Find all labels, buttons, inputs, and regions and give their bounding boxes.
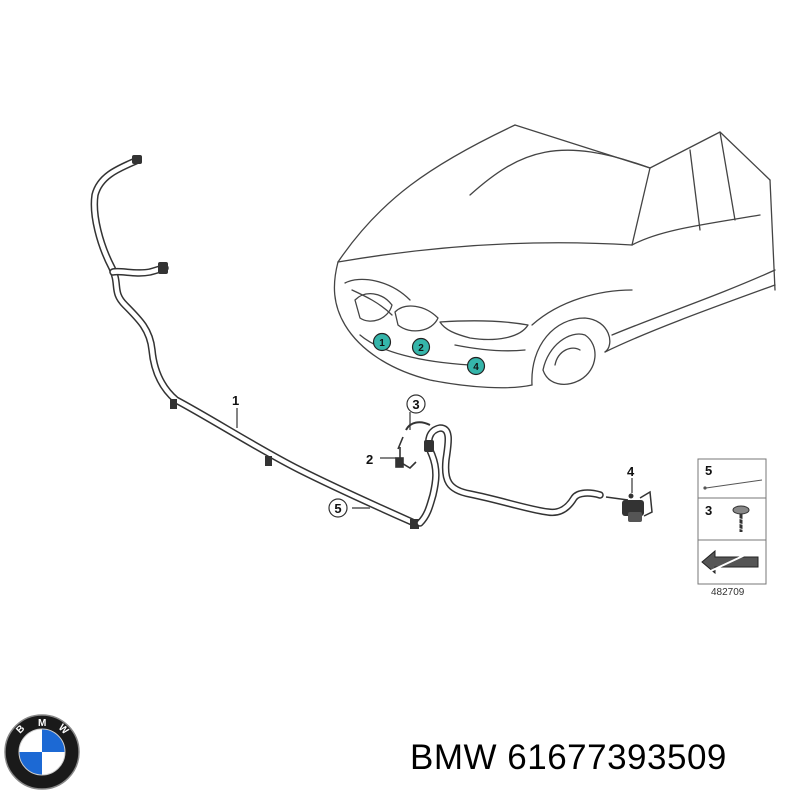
leader-lines — [236, 408, 633, 509]
svg-text:1: 1 — [379, 338, 385, 349]
parts-legend: 5 3 482709 — [697, 458, 767, 598]
reference-number: 482709 — [711, 587, 745, 598]
washer-hose — [90, 155, 604, 529]
callout-5: 5 — [328, 498, 348, 518]
callout-3: 3 — [406, 394, 426, 414]
svg-text:3: 3 — [412, 397, 419, 412]
pump-marker-4: 4 — [466, 356, 486, 376]
arrow-icon — [699, 547, 761, 577]
logo-letter-m: M — [38, 718, 46, 729]
nozzle-marker-1: 1 — [372, 332, 392, 352]
svg-text:5: 5 — [334, 501, 341, 516]
car-outline — [333, 124, 776, 389]
nozzle-marker-2: 2 — [411, 337, 431, 357]
part-caption: BMW 61677393509 — [410, 738, 727, 777]
callout-2: 2 — [366, 452, 373, 467]
legend-item-5: 5 — [705, 463, 712, 478]
svg-text:2: 2 — [418, 343, 424, 354]
washer-pump-part-4 — [605, 490, 653, 522]
cable-tie-icon — [705, 479, 763, 489]
screw-icon — [732, 505, 750, 532]
callout-4: 4 — [627, 464, 635, 479]
bmw-logo: B M W — [4, 714, 80, 790]
callout-1: 1 — [232, 393, 239, 408]
svg-text:4: 4 — [473, 362, 479, 373]
nozzle-part-2 — [395, 436, 417, 470]
legend-item-3: 3 — [705, 503, 712, 518]
